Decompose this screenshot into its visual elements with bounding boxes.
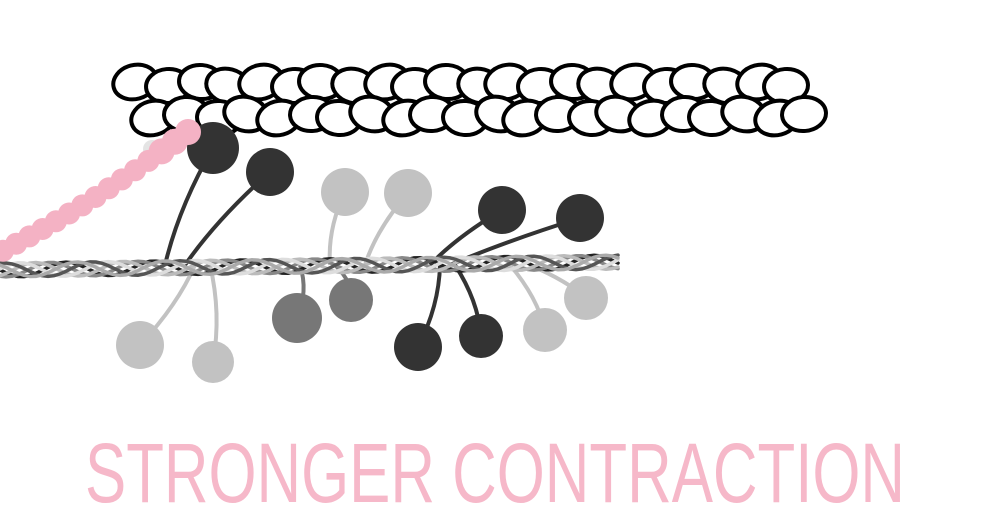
myosin-head-medium <box>272 293 322 343</box>
myosin-head-dark <box>478 186 526 234</box>
myosin-head-dark <box>459 314 503 358</box>
caption-stronger-contraction: STRONGER CONTRACTION <box>85 426 905 520</box>
myosin-thick-filament <box>0 253 620 279</box>
myosin-head-light <box>321 168 369 216</box>
myosin-strand <box>0 253 620 279</box>
myosin-head-dark <box>556 194 604 242</box>
myosin-heads <box>116 122 608 383</box>
tropomyosin-bead <box>0 239 14 262</box>
myosin-head-light <box>384 169 432 217</box>
myosin-strand <box>0 253 620 278</box>
myosin-head-light <box>192 341 234 383</box>
myosin-head-light <box>116 321 164 369</box>
actin-thin-filament <box>111 62 828 138</box>
myosin-head-dark <box>394 323 442 371</box>
tropomyosin-bead-chain <box>0 119 201 262</box>
actin-monomer <box>780 94 828 134</box>
myosin-strand <box>0 253 620 279</box>
myosin-head-light <box>564 276 608 320</box>
myosin-head-dark <box>246 148 294 196</box>
myosin-head-medium <box>329 278 373 322</box>
myosin-head-light <box>523 308 567 352</box>
